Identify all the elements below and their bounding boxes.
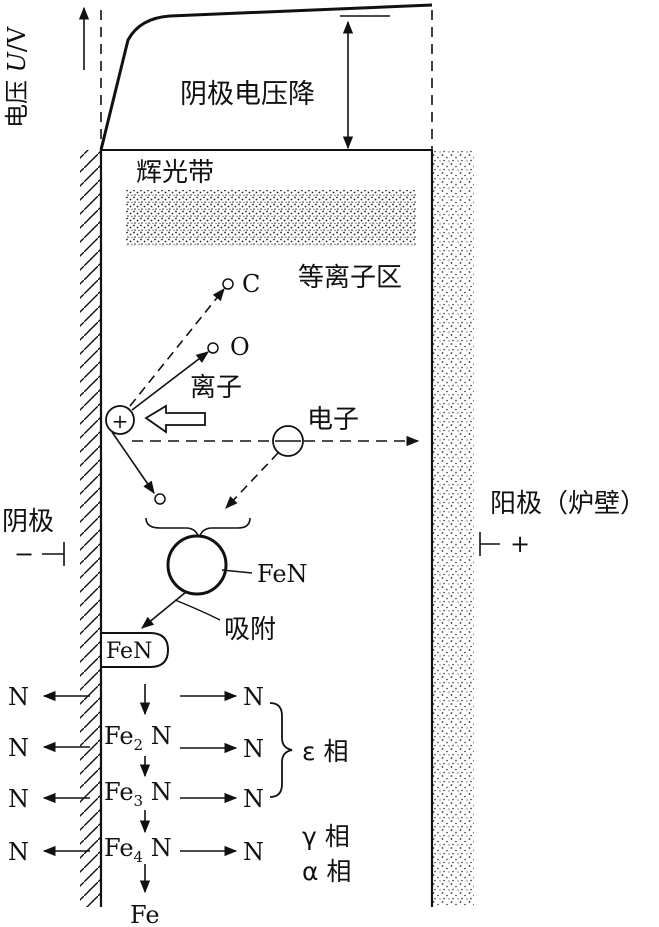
fen-molecule-leader (221, 569, 253, 574)
anode-label: 阳极（炉壁） (490, 489, 646, 519)
alpha-phase-label: α 相 (302, 857, 351, 886)
carbon-atom (222, 278, 234, 290)
sputter-path-carbon (129, 288, 225, 407)
n-out-label-3: N (8, 785, 29, 813)
ion-label: 离子 (190, 373, 242, 403)
nitrogen-atom (154, 493, 166, 505)
oxygen-atom (207, 342, 219, 354)
anode-wall-texture (432, 150, 474, 907)
cathode-label: 阴极 (2, 507, 54, 537)
n-in-label-2: N (243, 735, 264, 763)
cathode-wall-hatching (80, 150, 101, 907)
surface-fen-layer (100, 632, 170, 668)
positive-ion-sign: + (112, 409, 129, 433)
n-in-label-4: N (243, 838, 264, 866)
n-in-label-3: N (243, 785, 264, 813)
oxygen-label: O (230, 333, 250, 361)
adsorption-label: 吸附 (224, 615, 276, 645)
epsilon-brace (269, 702, 293, 798)
ion-direction-hollow-arrow (144, 404, 206, 434)
cathode-fall-label: 阴极电压降 (180, 79, 315, 110)
voltage-axis-label: 电压 U/V (3, 26, 31, 128)
n-out-label-4: N (8, 838, 29, 866)
cathode-sign: − (14, 540, 34, 568)
fe-label: Fe (130, 901, 160, 927)
fen-molecule-label: FeN (257, 560, 308, 588)
electron-recombine-path (225, 452, 279, 509)
adsorption-arrow (141, 591, 187, 629)
ion-to-atom-path (111, 431, 155, 495)
voltage-curve (99, 3, 433, 151)
electron-label: 电子 (307, 405, 359, 435)
fen-molecule (166, 534, 228, 596)
n-out-label-1: N (8, 683, 29, 711)
adsorption-leader (174, 599, 221, 621)
n-out-label-2: N (8, 734, 29, 762)
fe4n-label: Fe4 N (104, 834, 172, 866)
n-in-label-1: N (243, 683, 264, 711)
surface-fen-label: FeN (106, 639, 152, 664)
carbon-label: C (242, 270, 260, 298)
glow-band (126, 190, 416, 246)
glow-band-label: 辉光带 (136, 158, 214, 188)
plasma-zone-label: 等离子区 (298, 263, 402, 293)
anode-sign: + (510, 530, 530, 558)
fe3n-label: Fe3 N (104, 778, 172, 810)
positive-ion (105, 405, 135, 435)
epsilon-phase-label: ε 相 (302, 737, 348, 766)
fe2n-label: Fe2 N (104, 722, 172, 754)
sputter-path-oxygen (131, 351, 210, 411)
gamma-phase-label: γ 相 (302, 822, 350, 851)
